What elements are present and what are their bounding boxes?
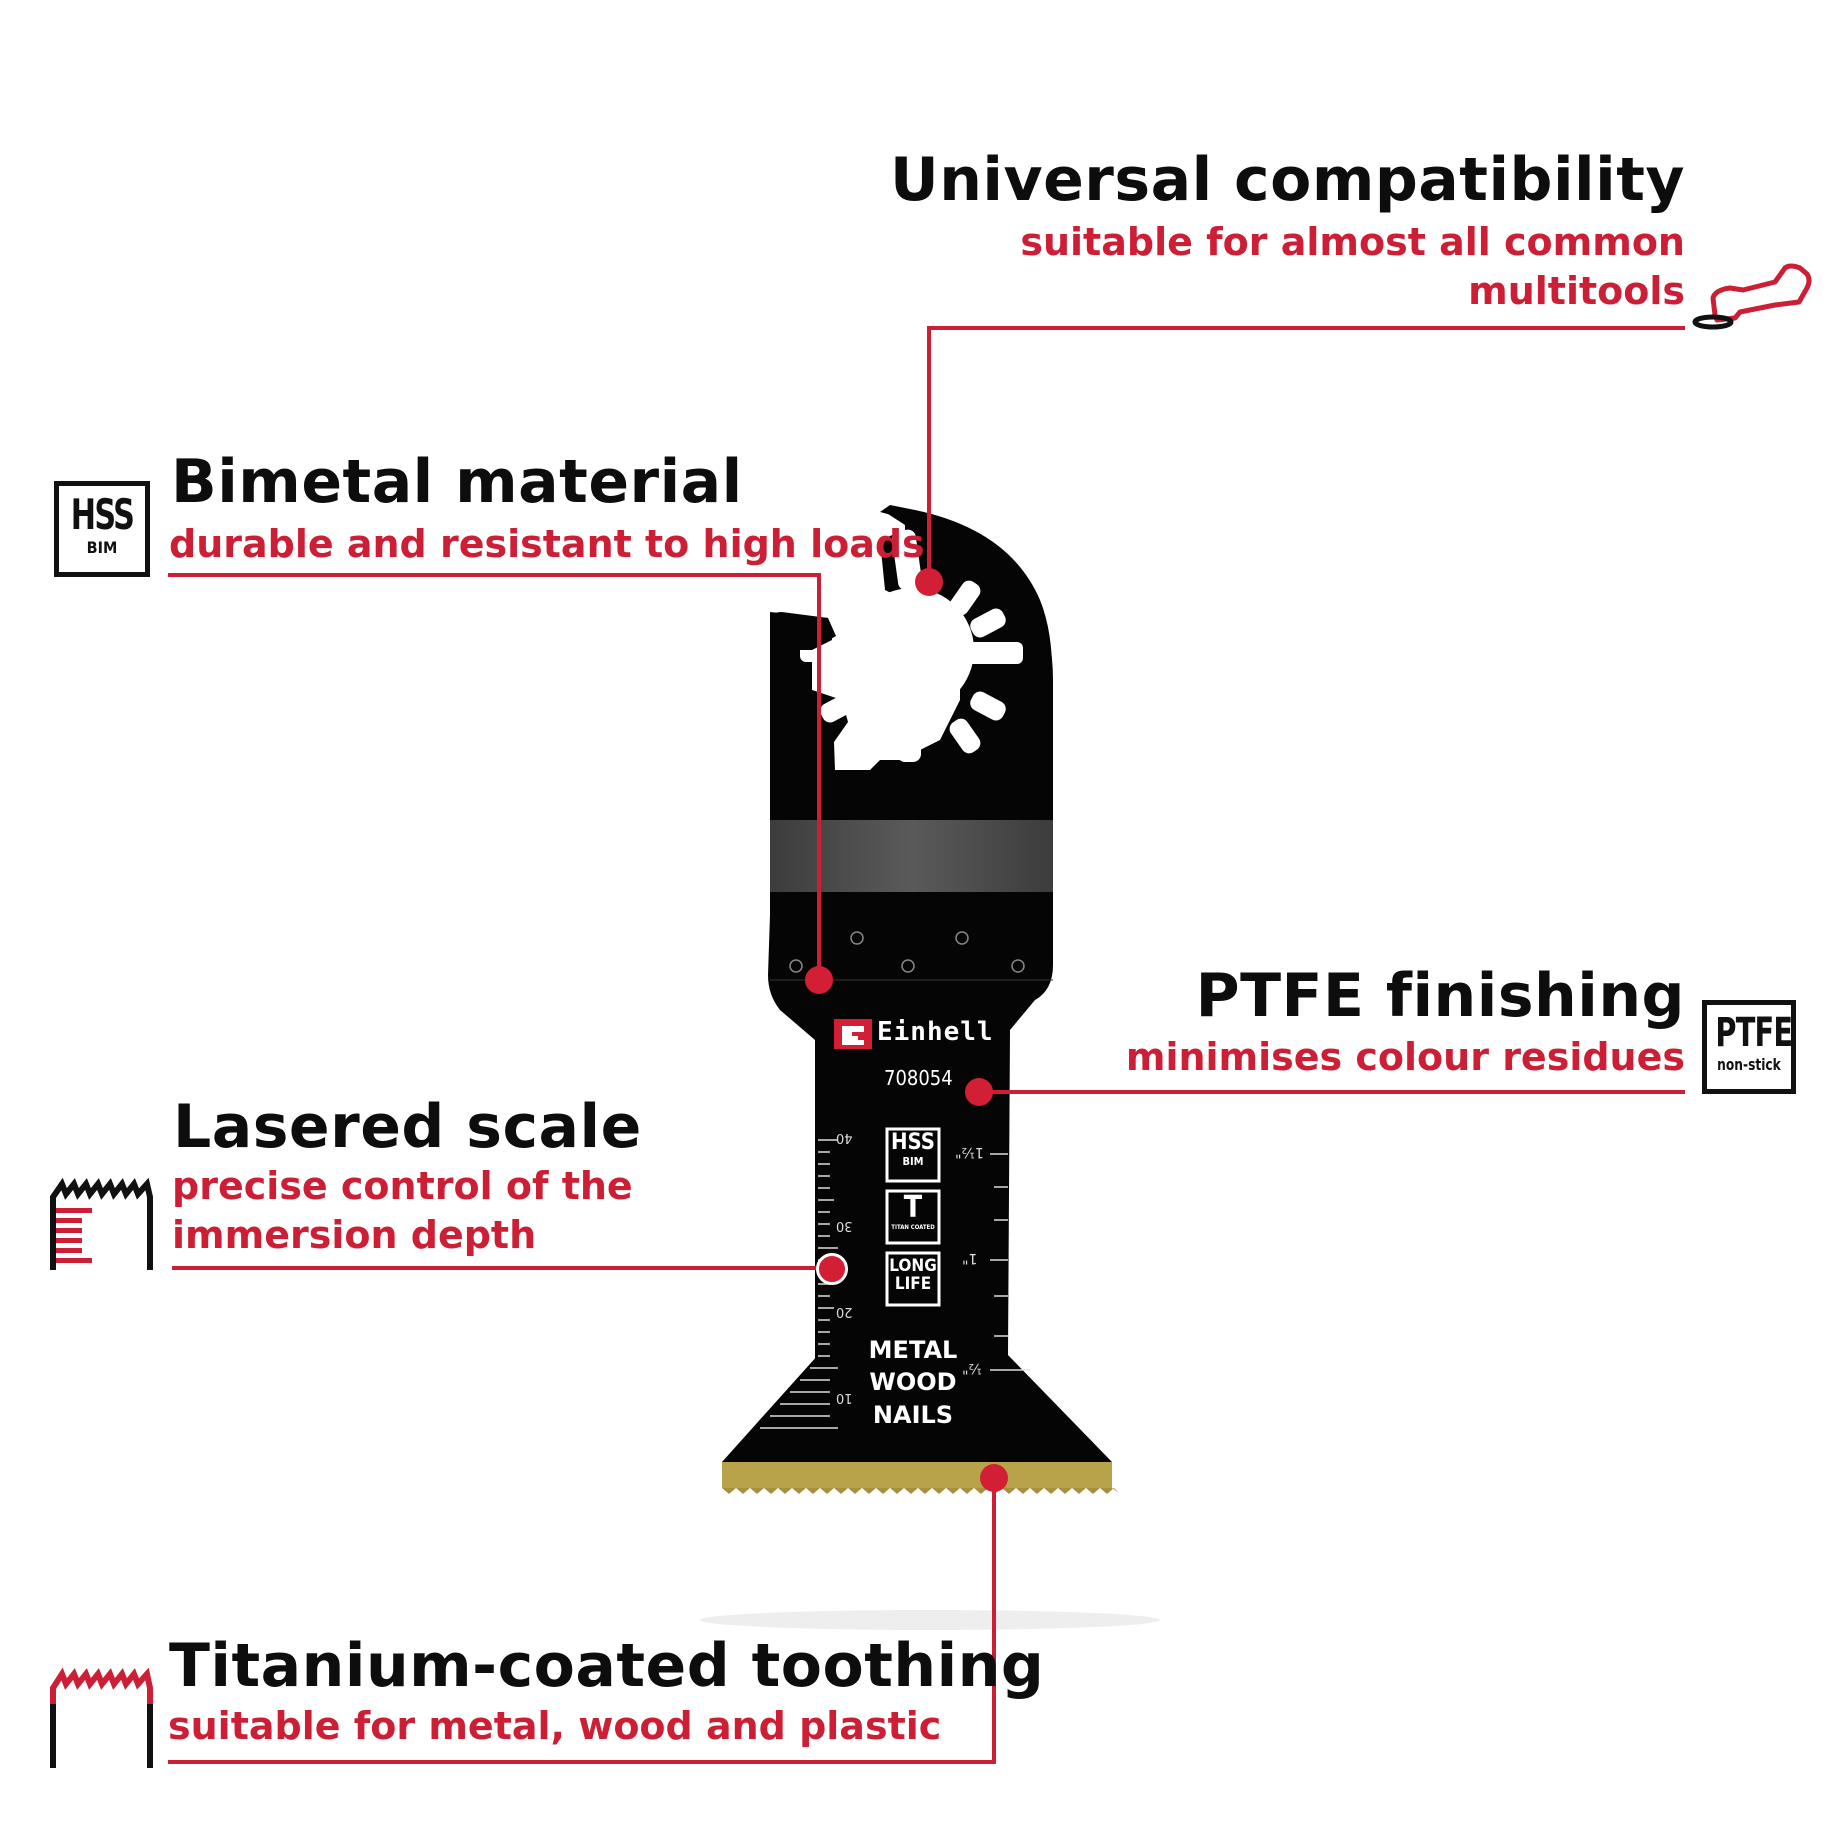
callout-dot-scale xyxy=(816,1253,848,1285)
callout-line-titanium-h xyxy=(168,1760,996,1764)
feature-title-bimetal: Bimetal material xyxy=(171,447,743,517)
titanium-teeth-icon xyxy=(50,1667,153,1768)
feature-subtitle-universal: suitable for almost all common multitool… xyxy=(1020,220,1685,314)
feature-title-ptfe: PTFE finishing xyxy=(1195,961,1685,1031)
lasered-scale-icon xyxy=(50,1177,153,1270)
blade-brand-logo: Einhell xyxy=(877,1017,994,1047)
feature-subtitle-ptfe: minimises colour residues xyxy=(1125,1035,1685,1079)
feature-title-titanium: Titanium-coated toothing xyxy=(169,1631,1045,1701)
feature-subtitle-bimetal: durable and resistant to high loads xyxy=(169,522,925,566)
feature-title-universal: Universal compatibility xyxy=(890,145,1685,215)
callout-dot-universal xyxy=(915,568,943,596)
feature-subtitle-titanium: suitable for metal, wood and plastic xyxy=(168,1704,942,1748)
callout-line-ptfe xyxy=(980,1090,1685,1094)
blade-badge-hss-bim: HSS BIM xyxy=(890,1130,936,1168)
callout-line-titanium-v xyxy=(992,1478,996,1764)
callout-line-bimetal-v xyxy=(817,573,821,978)
callout-dot-bimetal xyxy=(805,966,833,994)
blade-badge-titan-coated: T TITAN COATED xyxy=(891,1190,935,1231)
multitool-icon xyxy=(1692,263,1812,330)
callout-dot-titanium xyxy=(980,1464,1008,1492)
feature-subtitle-scale: precise control of the immersion depth xyxy=(172,1164,633,1258)
callout-line-universal-v xyxy=(927,326,931,582)
callout-line-bimetal-h xyxy=(168,573,820,577)
ptfe-nonstick-icon: PTFE non-stick xyxy=(1702,1000,1796,1094)
hss-bim-icon: HSS BIM xyxy=(54,481,150,577)
feature-title-scale: Lasered scale xyxy=(173,1092,642,1162)
blade-article-number: 708054 xyxy=(884,1066,953,1090)
callout-line-universal-h xyxy=(929,326,1685,330)
blade-badge-long-life: LONG LIFE xyxy=(889,1256,937,1294)
blade-materials: METAL WOOD NAILS xyxy=(868,1336,958,1429)
callout-dot-ptfe xyxy=(965,1078,993,1106)
callout-line-scale xyxy=(172,1266,830,1270)
